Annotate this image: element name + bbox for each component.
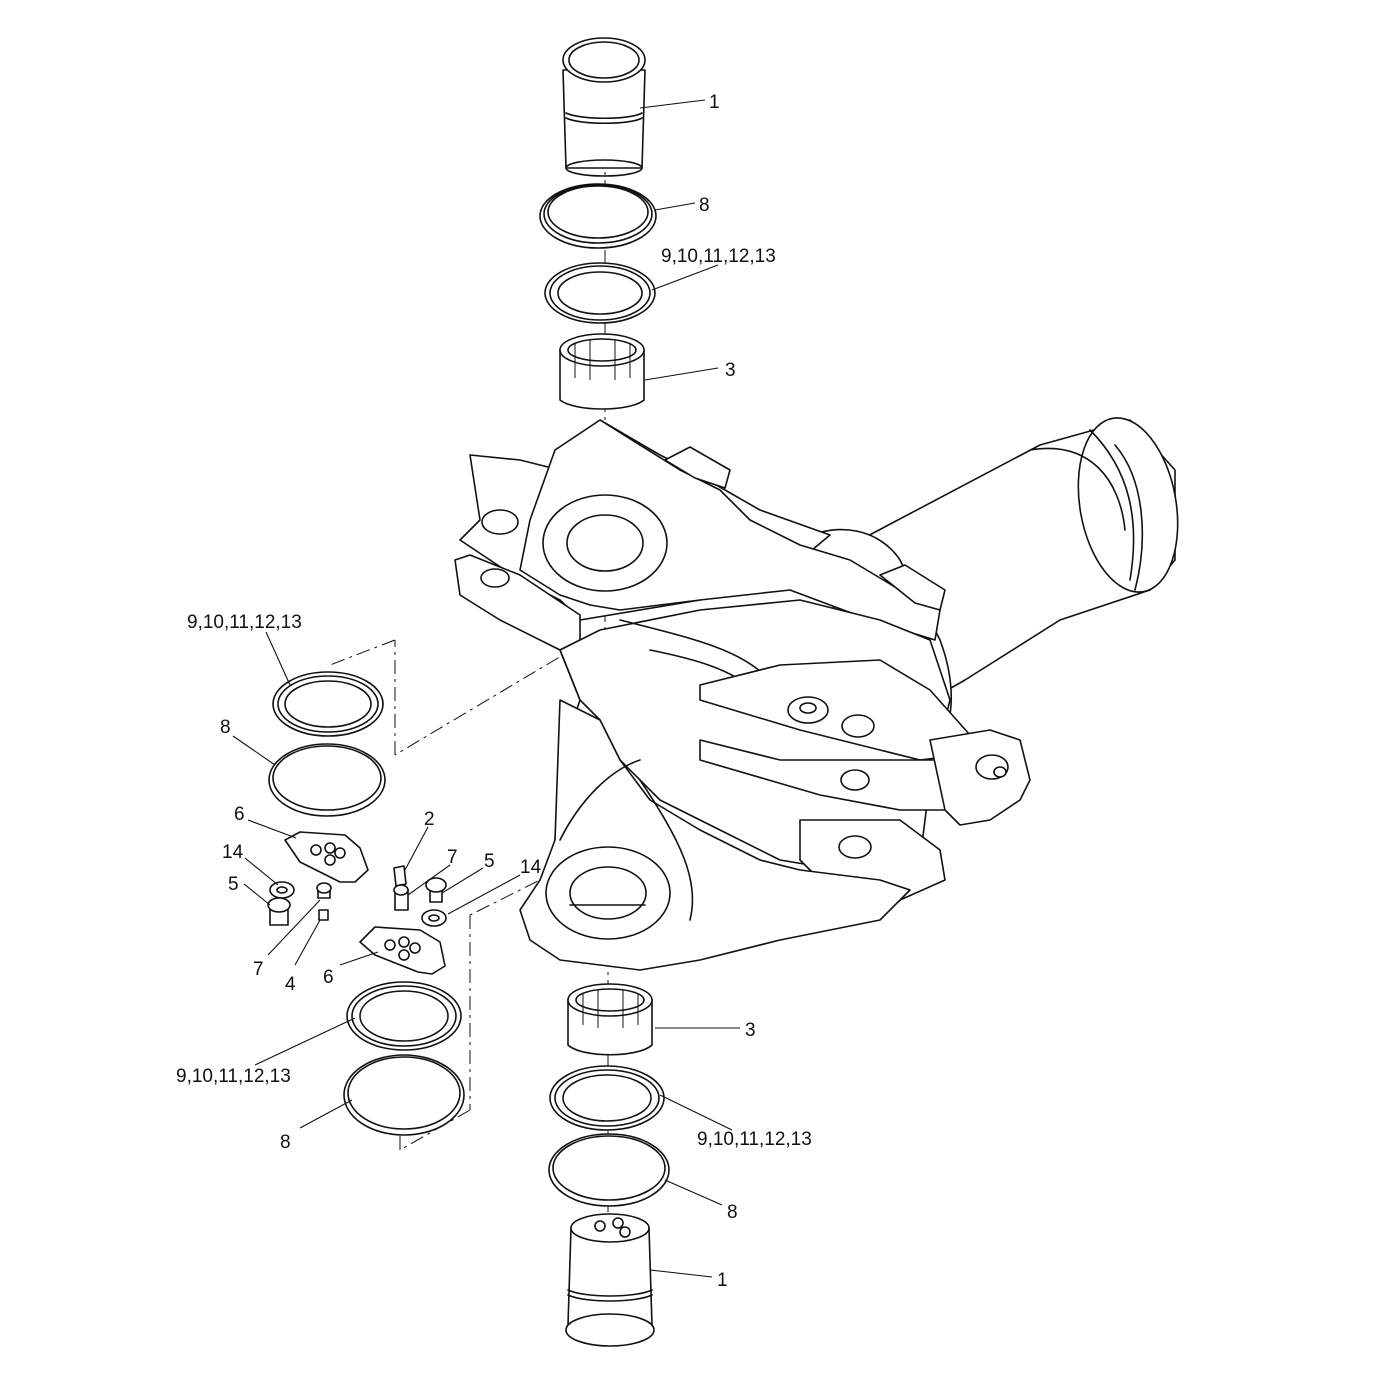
- steering-knuckle-housing: [454, 417, 1179, 971]
- callout-top-bushing: 3: [725, 360, 736, 381]
- bushing-upper: [559, 333, 645, 410]
- seal-ring-left-upper: [268, 743, 386, 817]
- cap-left: [318, 909, 329, 921]
- shim-ring-left-upper: [272, 671, 384, 737]
- callout-top-seal: 8: [699, 195, 710, 216]
- shim-ring-upper: [544, 262, 656, 324]
- seal-ring-upper: [539, 183, 657, 249]
- callout-left-plate: 6: [234, 804, 245, 825]
- callout-left-cap: 4: [285, 974, 296, 995]
- callout-top-shims: 9,10,11,12,13: [661, 246, 776, 267]
- king-pin-lower: [565, 1213, 655, 1347]
- callout-left-shims-lower: 9,10,11,12,13: [176, 1066, 291, 1087]
- callout-top-pin: 1: [709, 92, 720, 113]
- bolt-middle: [425, 877, 447, 903]
- callout-bottom-pin: 1: [717, 1270, 728, 1291]
- grease-fitting-middle: [393, 884, 409, 911]
- callout-left-shims-upper: 9,10,11,12,13: [187, 612, 302, 633]
- callout-mid-washer: 14: [520, 857, 542, 878]
- callout-left-fitting: 7: [253, 959, 264, 980]
- grease-fitting-left: [316, 882, 332, 899]
- bolt-left: [267, 897, 291, 926]
- cap-middle: [393, 865, 407, 887]
- lock-washer-left: [269, 881, 295, 899]
- callout-bottom-bushing: 3: [745, 1020, 756, 1041]
- leader-lines: [232, 99, 740, 1278]
- shim-ring-left-lower: [346, 981, 462, 1051]
- callout-left-seal-lower: 8: [280, 1132, 291, 1153]
- lock-washer-middle: [421, 909, 447, 927]
- lock-plate-left: [284, 831, 369, 883]
- callout-mid-cap: 2: [424, 809, 435, 830]
- shim-ring-lower: [549, 1065, 665, 1131]
- bushing-lower: [567, 983, 653, 1056]
- king-pin-upper: [562, 37, 646, 177]
- callout-bottom-seal: 8: [727, 1202, 738, 1223]
- seal-ring-lower: [548, 1133, 670, 1207]
- callout-left-seal-upper: 8: [220, 717, 231, 738]
- callout-bottom-shims: 9,10,11,12,13: [697, 1129, 812, 1150]
- callout-labels: 1 8 9,10,11,12,13 3 9,10,11,12,13 8 6 14…: [176, 92, 812, 1291]
- callout-mid-plate: 6: [323, 967, 334, 988]
- callout-mid-bolt: 5: [484, 851, 495, 872]
- lock-plate-middle: [359, 926, 446, 975]
- seal-ring-left-lower: [343, 1054, 465, 1136]
- callout-left-bolt: 5: [228, 874, 239, 895]
- callout-mid-fitting: 7: [447, 847, 458, 868]
- callout-left-washer: 14: [222, 842, 244, 863]
